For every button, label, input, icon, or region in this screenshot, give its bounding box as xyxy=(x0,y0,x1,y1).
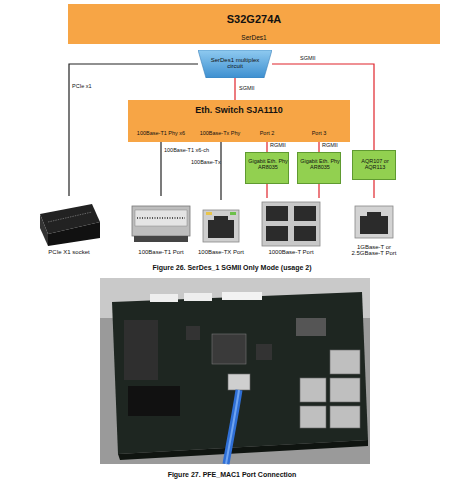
mux-trapezoid-shape xyxy=(198,50,272,78)
node-subtext: SerDes1 xyxy=(218,35,290,42)
port-connector: 100Base-TX Port xyxy=(198,200,244,258)
signal-label: 100Base-Tx xyxy=(191,160,221,166)
node-subtext: Port 2 xyxy=(247,131,287,137)
node-title: PCIe X1 socket xyxy=(30,249,108,255)
node-title: Gigabit Eth. Phy AR8035 xyxy=(299,159,341,171)
rj45-illustration xyxy=(355,206,393,238)
rj45-illustration xyxy=(203,210,239,242)
phy-chip: AQR107 or AQR113 xyxy=(352,150,396,180)
mux-trapezoid: SerDes1 multiplex circuit xyxy=(198,50,272,78)
port-connector: 1000Base-T Port xyxy=(254,198,328,258)
board-photo xyxy=(100,278,370,464)
node-title: AQR107 or AQR113 xyxy=(354,159,396,171)
node-subtext: Port 3 xyxy=(299,131,339,137)
pcie-socket-illustration xyxy=(40,204,100,246)
node-title: SerDes1 multiplex circuit xyxy=(208,57,262,70)
signal-label: PCIe x1 xyxy=(72,84,92,90)
connector-line xyxy=(318,142,319,152)
connector-layer xyxy=(69,64,374,200)
phy-chip: Gigabit Eth. Phy AR8035 xyxy=(245,152,289,184)
phy-chip: Gigabit Eth. Phy AR8035 xyxy=(297,152,341,184)
connector-line xyxy=(234,78,235,100)
signal-label: RGMII xyxy=(270,143,286,149)
soc-block: S32G274A SerDes1 xyxy=(68,4,440,44)
port-connector: 100Base-T1 Port xyxy=(128,196,194,258)
signal-label: 100Base-T1 x6-ch xyxy=(164,148,209,154)
rj45-stack-illustration xyxy=(262,202,320,246)
connector-line xyxy=(266,142,267,152)
node-subtext: 100Base-Tx Phy xyxy=(194,131,246,137)
port-connector: 1GBase-T or 2.5GBase-T Port xyxy=(344,198,404,258)
node-title: 1000Base-T Port xyxy=(250,249,332,255)
port-connector: PCIe X1 socket xyxy=(36,196,102,258)
node-title: 100Base-TX Port xyxy=(186,249,256,255)
signal-label: SGMII xyxy=(239,86,255,92)
node-title: Eth. Switch SJA1110 xyxy=(128,106,350,115)
connector-line xyxy=(220,142,221,200)
node-title: 1GBase-T or 2.5GBase-T Port xyxy=(348,244,400,257)
node-subtext: 100Base-T1 Phy x6 xyxy=(130,131,192,137)
connector-line xyxy=(373,180,374,198)
node-title: 100Base-T1 Port xyxy=(122,249,200,255)
signal-label: SGMII xyxy=(300,56,316,62)
node-title: S32G274A xyxy=(68,14,440,26)
signal-label: RGMII xyxy=(322,143,338,149)
connector-line xyxy=(318,184,319,198)
switch-block: Eth. Switch SJA1110 100Base-T1 Phy x6100B… xyxy=(128,100,350,142)
figure-caption: Figure 26. SerDes_1 SGMII Only Mode (usa… xyxy=(0,264,464,271)
connector-line xyxy=(160,142,161,196)
node-title: Gigabit Eth. Phy AR8035 xyxy=(247,159,289,171)
figure-caption: Figure 27. PFE_MAC1 Port Connection xyxy=(0,471,464,478)
connector-line xyxy=(266,184,267,198)
t1-connector-illustration xyxy=(132,206,190,242)
